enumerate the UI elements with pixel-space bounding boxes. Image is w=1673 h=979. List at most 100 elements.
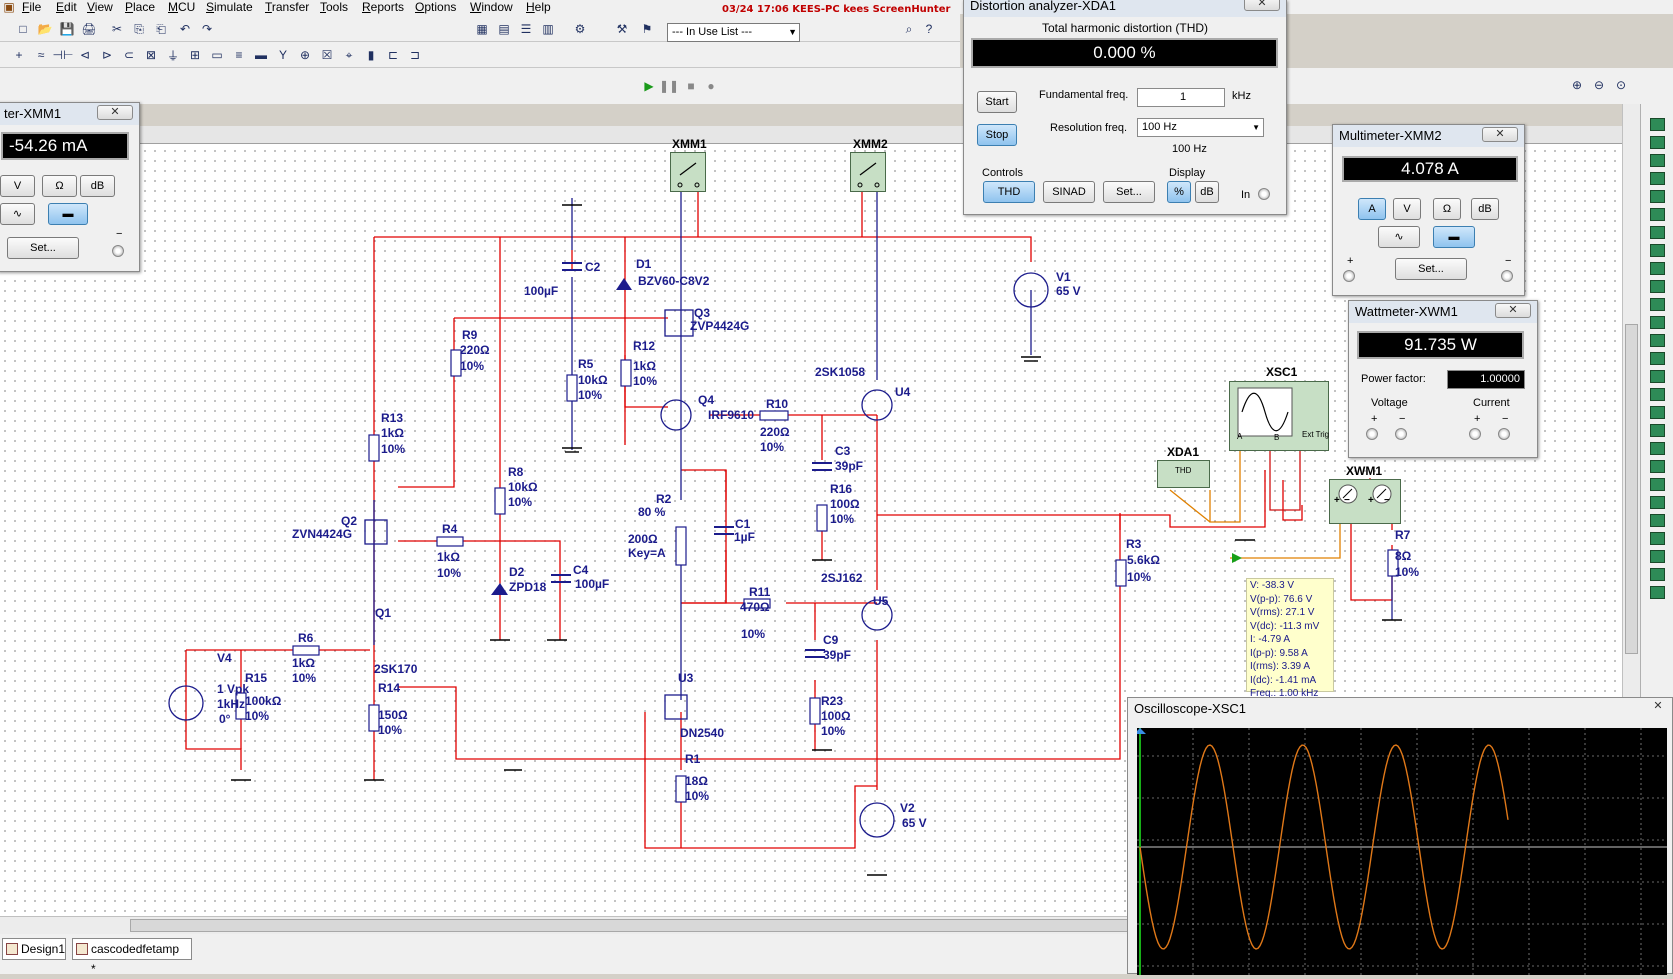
component-label[interactable]: V4	[217, 651, 232, 665]
instrument-tool-icon[interactable]	[1650, 244, 1665, 257]
component-label[interactable]: +	[1368, 495, 1374, 506]
component-label[interactable]: 220Ω	[460, 343, 490, 357]
voltage-minus-terminal[interactable]	[1395, 428, 1407, 440]
component-label[interactable]: BZV60-C8V2	[638, 274, 710, 288]
component-label[interactable]: +	[1334, 495, 1340, 506]
toolbar-tool-icon[interactable]: ?	[925, 22, 933, 36]
component-label[interactable]: IRF9610	[708, 408, 755, 422]
menu-window[interactable]: Window	[470, 0, 513, 14]
menu-help[interactable]: Help	[526, 0, 551, 14]
negative-terminal[interactable]	[1501, 270, 1513, 282]
component-label[interactable]: 10%	[830, 512, 855, 526]
component-label[interactable]: 10%	[821, 724, 846, 738]
component-label[interactable]: 100Ω	[830, 497, 860, 511]
volt-button[interactable]: V	[1393, 198, 1421, 220]
instrument-tool-icon[interactable]	[1650, 532, 1665, 545]
instrument-tool-icon[interactable]	[1650, 226, 1665, 239]
instrument-tool-icon[interactable]	[1650, 190, 1665, 203]
start-button[interactable]: Start	[977, 91, 1017, 113]
dc-button[interactable]: ▬	[1433, 226, 1475, 248]
tab-design1[interactable]: Design1	[2, 938, 66, 960]
component-label[interactable]: R8	[508, 465, 524, 479]
current-plus-terminal[interactable]	[1469, 428, 1481, 440]
component-label[interactable]: U3	[678, 671, 694, 685]
menu-mcu[interactable]: MCU	[168, 0, 196, 14]
component-label[interactable]: 1kΩ	[633, 359, 656, 373]
component-tool-icon[interactable]: ⊕	[299, 48, 311, 62]
component-label[interactable]: R12	[633, 339, 656, 353]
component-label[interactable]: 2SJ162	[821, 571, 863, 585]
instrument-tool-icon[interactable]	[1650, 514, 1665, 527]
zoom-out-icon[interactable]: ⊖	[1593, 78, 1605, 92]
component-tool-icon[interactable]: Y	[278, 48, 287, 62]
component-label[interactable]: 39pF	[835, 459, 864, 473]
component-label[interactable]: R9	[462, 328, 478, 342]
component-tool-icon[interactable]: ▭	[211, 48, 223, 62]
menu-tools[interactable]: Tools	[320, 0, 349, 14]
component-label[interactable]: Key=A	[628, 546, 666, 560]
component-label[interactable]: U5	[873, 594, 889, 608]
component-label[interactable]: 1µF	[734, 530, 755, 544]
component-label[interactable]: THD	[1175, 466, 1192, 475]
component-label[interactable]: 10%	[633, 374, 658, 388]
component-label[interactable]: ZVP4424G	[690, 319, 750, 333]
component-label[interactable]: 1kΩ	[381, 426, 404, 440]
component-label[interactable]: 10%	[460, 359, 485, 373]
component-label[interactable]: C4	[573, 563, 589, 577]
component-label[interactable]: 39pF	[823, 648, 852, 662]
component-label[interactable]: R1	[685, 752, 701, 766]
db-button[interactable]: dB	[1195, 181, 1219, 203]
component-label[interactable]: 100µF	[575, 577, 610, 591]
toolbar-tool-icon[interactable]: ✂	[111, 22, 123, 36]
stop-button[interactable]: Stop	[977, 124, 1017, 146]
instrument-tool-icon[interactable]	[1650, 478, 1665, 491]
record-icon[interactable]: ●	[707, 79, 715, 93]
toolbar-tool-icon[interactable]: ▤	[498, 22, 510, 36]
component-label[interactable]: 10%	[1127, 570, 1152, 584]
menu-reports[interactable]: Reports	[362, 0, 405, 14]
toolbar-tool-icon[interactable]: ⌕	[905, 21, 913, 36]
component-label[interactable]: XMM1	[672, 137, 707, 151]
component-label[interactable]: R13	[381, 411, 404, 425]
db-button[interactable]: dB	[1471, 198, 1499, 220]
instrument-tool-icon[interactable]	[1650, 280, 1665, 293]
instrument-tool-icon[interactable]	[1650, 316, 1665, 329]
toolbar-tool-icon[interactable]: ⚒	[616, 22, 628, 36]
instrument-tool-icon[interactable]	[1650, 442, 1665, 455]
component-label[interactable]: R15	[245, 671, 268, 685]
component-label[interactable]: 220Ω	[760, 425, 790, 439]
component-label[interactable]: 10kΩ	[508, 480, 538, 494]
zoom-in-icon[interactable]: ⊕	[1571, 78, 1583, 92]
component-tool-icon[interactable]: ⊏	[387, 48, 399, 62]
component-label[interactable]: 1 Vpk	[217, 682, 250, 696]
toolbar-tool-icon[interactable]: ⚑	[641, 22, 653, 36]
component-label[interactable]: XMM2	[853, 137, 888, 151]
component-tool-icon[interactable]: ≡	[235, 48, 243, 62]
component-label[interactable]: 0°	[219, 712, 231, 726]
component-label[interactable]: C9	[823, 633, 839, 647]
instrument-tool-icon[interactable]	[1650, 550, 1665, 563]
menu-place[interactable]: Place	[125, 0, 156, 14]
component-label[interactable]: C3	[835, 444, 851, 458]
component-label[interactable]: 65 V	[1056, 284, 1081, 298]
instrument-tool-icon[interactable]	[1650, 154, 1665, 167]
instrument-tool-icon[interactable]	[1650, 370, 1665, 383]
component-label[interactable]: 10%	[741, 627, 766, 641]
component-label[interactable]: C2	[585, 260, 601, 274]
component-label[interactable]: 10%	[437, 566, 462, 580]
volt-button[interactable]: V	[0, 175, 35, 197]
menu-options[interactable]: Options	[415, 0, 457, 14]
ac-button[interactable]: ∿	[0, 203, 35, 225]
stop-icon[interactable]: ■	[687, 79, 695, 93]
component-label[interactable]: −	[1384, 495, 1390, 506]
ohm-button[interactable]: Ω	[42, 175, 77, 197]
component-label[interactable]: 10%	[245, 709, 270, 723]
component-label[interactable]: R2	[656, 492, 672, 506]
instrument-tool-icon[interactable]	[1650, 298, 1665, 311]
component-tool-icon[interactable]: ⊠	[145, 48, 157, 62]
component-label[interactable]: −	[1344, 495, 1350, 506]
component-label[interactable]: XSC1	[1266, 365, 1298, 379]
component-tool-icon[interactable]: ⌖	[345, 47, 353, 62]
component-label[interactable]: 470Ω	[740, 600, 770, 614]
component-label[interactable]: 65 V	[902, 816, 927, 830]
